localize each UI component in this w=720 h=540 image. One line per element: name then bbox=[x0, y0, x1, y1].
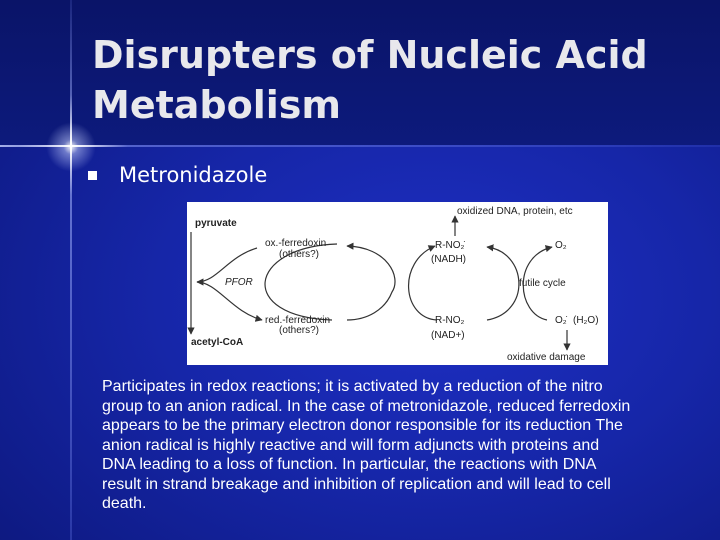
metronidazole-redox-diagram: oxidized DNA, protein, etc pyruvate ox.-… bbox=[187, 202, 608, 365]
label-h2o: (H₂O) bbox=[573, 315, 599, 326]
label-o2: O₂ bbox=[555, 240, 567, 251]
body-paragraph: Participates in redox reactions; it is a… bbox=[102, 377, 712, 514]
label-nad-plus: (NAD+) bbox=[431, 330, 465, 341]
label-oxidized: oxidized DNA, protein, etc bbox=[457, 206, 573, 217]
bullet-text: Metronidazole bbox=[119, 163, 268, 187]
middle-cycle-right bbox=[408, 245, 438, 321]
body-line: death. bbox=[102, 495, 147, 512]
body-line: group to an anion radical. In the case o… bbox=[102, 397, 631, 415]
slide-title-line-1: Disrupters of Nucleic Acid bbox=[92, 33, 648, 77]
label-r-no2-radical: R-NO₂̇ bbox=[435, 240, 465, 251]
body-line: anion radical is highly reactive and wil… bbox=[102, 436, 600, 454]
middle-cycle-left bbox=[346, 242, 396, 321]
square-bullet-icon bbox=[88, 170, 97, 180]
decorative-vertical-line bbox=[70, 0, 72, 540]
label-futile-cycle: futile cycle bbox=[519, 278, 566, 289]
label-pfor: PFOR bbox=[225, 277, 253, 288]
label-pyruvate: pyruvate bbox=[195, 218, 237, 229]
label-acetyl-coa: acetyl-CoA bbox=[191, 337, 243, 348]
label-oxidative-damage: oxidative damage bbox=[507, 352, 586, 363]
body-line: result in strand breakage and inhibition… bbox=[102, 475, 611, 493]
label-nadh: (NADH) bbox=[431, 254, 466, 265]
light-flare-horizontal bbox=[18, 145, 128, 147]
decorative-horizontal-line bbox=[0, 145, 720, 147]
body-line: appears to be the primary electron donor… bbox=[102, 417, 623, 434]
pfor-arrow-top bbox=[196, 247, 258, 286]
label-red-ferredoxin: red.-ferredoxin bbox=[265, 315, 330, 326]
label-superoxide: O₂̇ bbox=[555, 315, 568, 326]
label-r-no2: R-NO₂ bbox=[435, 315, 465, 326]
label-ox-ferredoxin: ox.-ferredoxin bbox=[265, 238, 326, 249]
bullet-item: Metronidazole bbox=[88, 160, 267, 190]
slide-title-line-2: Metabolism bbox=[92, 83, 341, 127]
body-line: DNA leading to a loss of function. In pa… bbox=[102, 456, 597, 473]
label-others-bottom: (others?) bbox=[279, 325, 319, 336]
slide-title: Disrupters of Nucleic Acid Metabolism bbox=[92, 30, 702, 130]
right-cycle-right bbox=[522, 245, 553, 321]
label-others-top: (others?) bbox=[279, 249, 319, 260]
body-line: Participates in redox reactions; it is a… bbox=[102, 378, 603, 395]
diagram-svg: oxidized DNA, protein, etc pyruvate ox.-… bbox=[187, 206, 599, 363]
left-cycle-outer bbox=[264, 243, 338, 321]
title-band bbox=[0, 0, 720, 145]
right-cycle-left bbox=[486, 244, 520, 321]
